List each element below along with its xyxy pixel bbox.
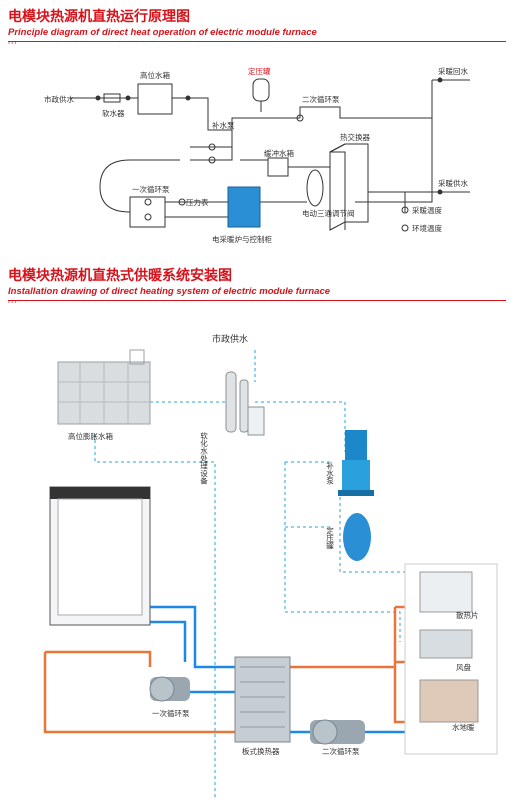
section1-divider: [8, 41, 506, 42]
label-pressure-gauge: 压力表: [186, 197, 209, 207]
section2-title: 电模块热源机直热式供暖系统安装图: [8, 268, 232, 284]
label-heat-exchanger: 热交换器: [340, 132, 370, 142]
section2-divider: [8, 300, 506, 301]
label-radiator: 散热片: [456, 610, 479, 620]
label-pressure-tank: 定压罐: [248, 66, 271, 76]
plate-exchanger-shape: [234, 656, 291, 743]
label-primary-pump: 一次循环泵: [132, 184, 170, 194]
label-ambient-temp: 环境温度: [412, 223, 442, 233]
label-primary-pump: 一次循环泵: [152, 708, 190, 718]
label-secondary-pump: 二次循环泵: [302, 94, 340, 104]
label-heating-temp: 采暖温度: [412, 205, 442, 215]
label-plate-exchanger: 板式换热器: [242, 746, 280, 756]
softener-shape: [225, 371, 265, 436]
principle-diagram: 市政供水 软水器 高位水箱 定压罐 采暖回水 二次循环泵 补水泵 缓冲水箱 热交…: [44, 66, 470, 244]
label-boiler-cabinet: 电采暖炉与控制柜: [212, 234, 272, 244]
label-pressure-tank: 定压罐: [325, 526, 334, 551]
boiler-module-shape: [227, 186, 261, 228]
label-buffer-tank: 缓冲水箱: [264, 148, 294, 158]
label-three-way-valve: 电动三通调节阀: [302, 208, 355, 218]
label-secondary-pump: 二次循环泵: [322, 746, 360, 756]
expansion-tank-shape: [57, 349, 151, 425]
label-expansion-tank: 高位膨胀水箱: [68, 431, 113, 441]
section1-tick-marks: ʹʹʹ: [8, 42, 18, 50]
label-softener: 软水器: [102, 108, 125, 118]
high-tank-shape: [137, 83, 173, 115]
section1-title: 电模块热源机直热运行原理图: [8, 9, 190, 25]
installation-diagram: 市政供水 高位膨胀水箱 软化水处理设备 补水泵 定压罐 散热片 风盘 水地暖 一…: [43, 333, 498, 797]
section2-subtitle: Installation drawing of direct heating s…: [8, 286, 331, 297]
primary-pump-shape: [149, 676, 190, 702]
label-fan-coil: 风盘: [456, 662, 471, 672]
section1-subtitle: Principle diagram of direct heat operati…: [8, 27, 317, 38]
label-heating-return: 采暖回水: [438, 66, 468, 76]
label-municipal-water: 市政供水: [212, 333, 248, 345]
label-makeup-pump: 补水泵: [325, 461, 334, 485]
label-high-tank: 高位水箱: [140, 70, 170, 80]
boiler-cabinet-shape: [49, 486, 151, 626]
label-floor-heating: 水地暖: [452, 722, 475, 732]
secondary-pump-shape: [310, 719, 365, 745]
section2-tick-marks: ʹʹʹ: [8, 301, 18, 309]
label-municipal-water: 市政供水: [44, 94, 74, 104]
label-heating-supply: 采暖供水: [438, 178, 468, 188]
pressure-tank-shape: [343, 513, 371, 561]
terminals-panel: [404, 563, 498, 755]
label-softening-equipment: 软化水处理设备: [199, 431, 208, 486]
makeup-pump-shape: [338, 430, 374, 496]
label-makeup-pump: 补水泵: [212, 120, 235, 130]
